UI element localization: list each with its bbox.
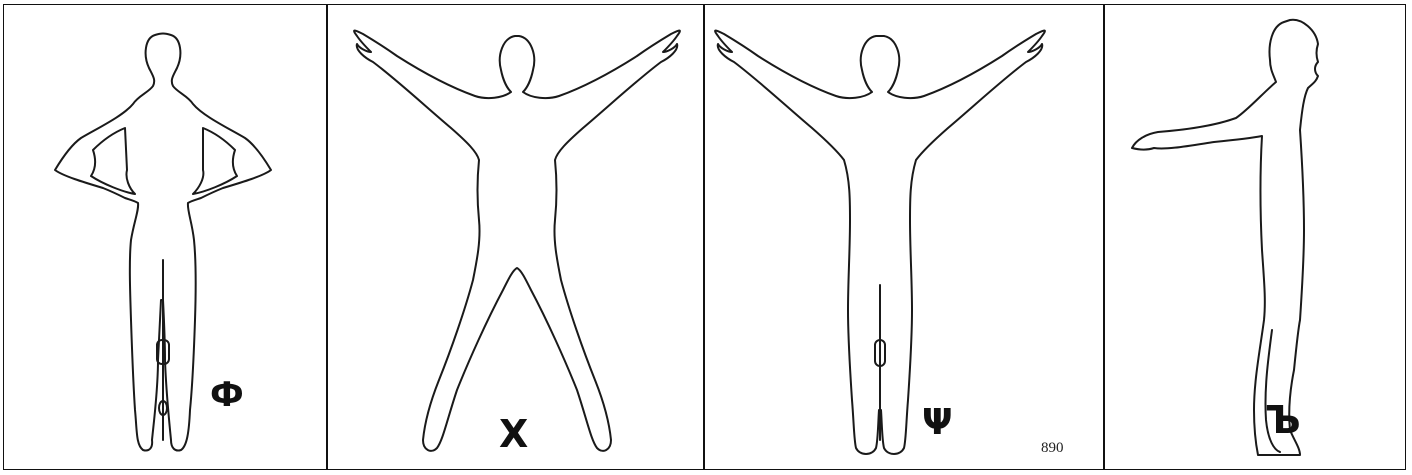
pose-glyph: Х bbox=[499, 415, 528, 453]
figure-akimbo-front bbox=[3, 0, 326, 470]
page-number: 890 bbox=[1041, 440, 1064, 457]
panel-3: Ψ 890 bbox=[704, 0, 1103, 475]
panel-2: Х bbox=[327, 0, 703, 475]
panel-4: Ъ bbox=[1104, 0, 1406, 475]
panel-1: Ф bbox=[3, 0, 326, 475]
figure-side-view-arm-forward bbox=[1104, 0, 1406, 470]
pose-glyph: Ф bbox=[210, 378, 244, 412]
pose-glyph: Ъ bbox=[1265, 401, 1301, 439]
figure-arms-raised-front bbox=[704, 0, 1103, 470]
figure-star-jump-front bbox=[327, 0, 703, 470]
pose-glyph: Ψ bbox=[922, 405, 953, 441]
